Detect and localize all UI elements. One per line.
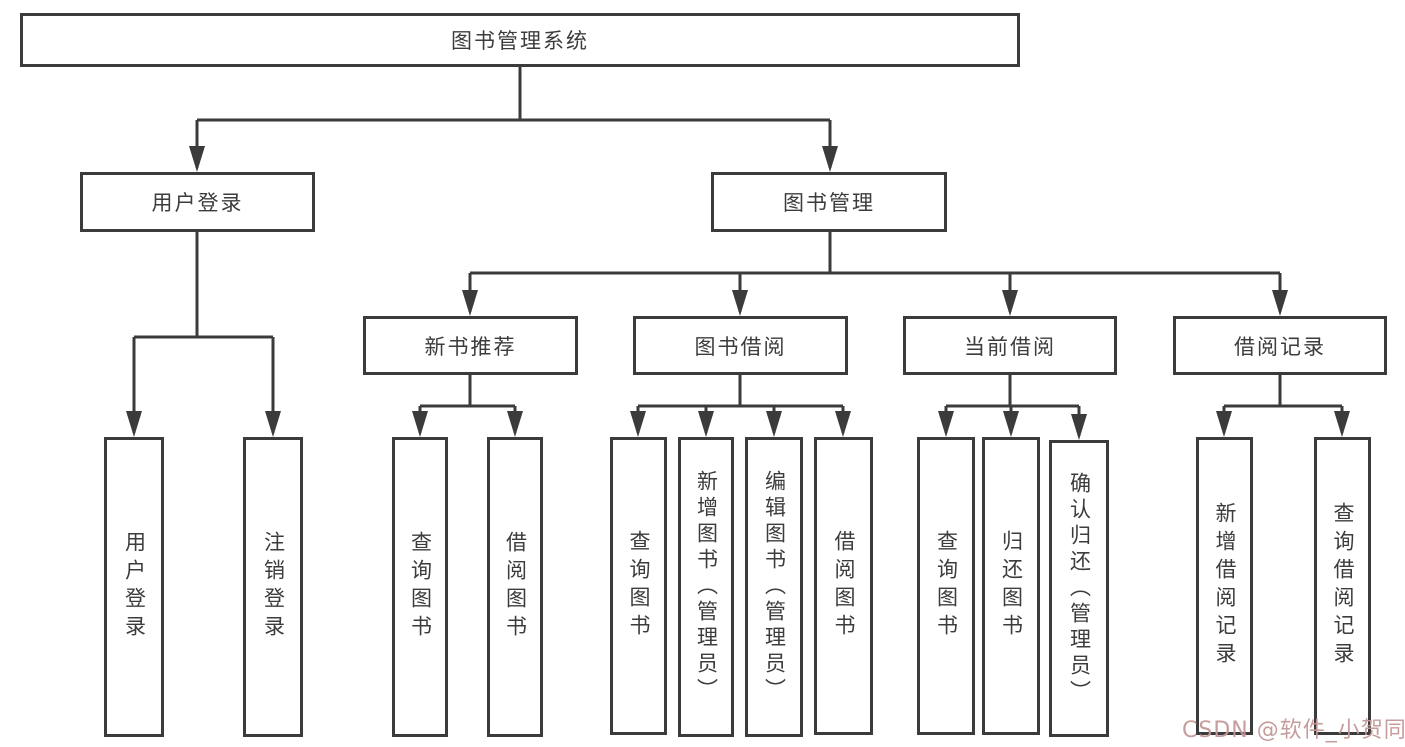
csdn-watermark: CSDN @软件_小贺同学 [1182, 718, 1405, 743]
node-user-login: 用户登录 [80, 172, 315, 232]
leaf-edit-book-admin: 编辑图书（管理员） [745, 437, 803, 737]
leaf-borrow-books-borrow: 借阅图书 [814, 437, 873, 735]
leaf-confirm-return-admin: 确认归还（管理员） [1049, 440, 1109, 737]
leaf-query-borrow-record: 查询借阅记录 [1314, 437, 1371, 735]
leaf-return-book: 归还图书 [982, 437, 1040, 735]
leaf-add-borrow-record: 新增借阅记录 [1196, 437, 1253, 735]
leaf-query-books-recommend: 查询图书 [392, 437, 448, 737]
leaf-query-books-current: 查询图书 [917, 437, 975, 735]
leaf-logout: 注销登录 [243, 437, 303, 737]
node-new-book-recommendation: 新书推荐 [363, 316, 578, 375]
leaf-user-login: 用户登录 [104, 437, 164, 737]
node-book-borrowing: 图书借阅 [633, 316, 848, 375]
node-current-borrowing: 当前借阅 [903, 316, 1117, 375]
leaf-query-books-borrow: 查询图书 [610, 437, 667, 735]
node-book-management: 图书管理 [711, 172, 947, 232]
leaf-add-book-admin: 新增图书（管理员） [678, 437, 734, 737]
node-borrowing-records: 借阅记录 [1173, 316, 1387, 375]
leaf-borrow-books-recommend: 借阅图书 [487, 437, 543, 737]
node-library-management-system: 图书管理系统 [20, 13, 1020, 67]
